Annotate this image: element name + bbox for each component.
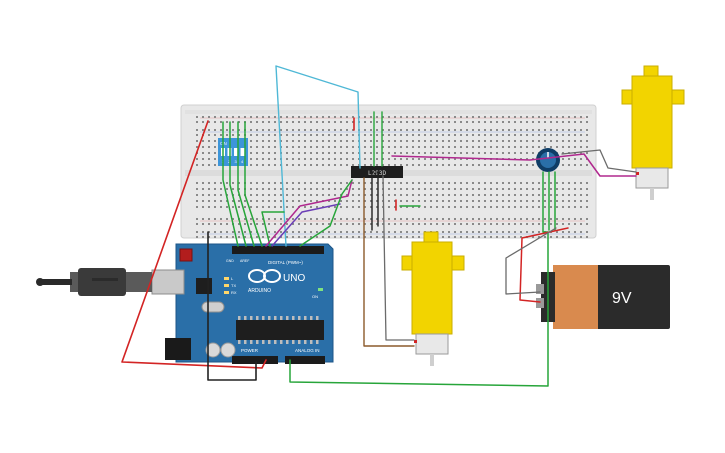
gnd-label: GND [226,259,234,263]
on-label: ON [312,294,318,299]
brand-label: ARDUINO [248,288,271,294]
digital-header-label: DIGITAL (PWM~) [268,260,303,265]
digital-header [232,246,324,254]
atmega-chip [236,320,324,340]
power-header [232,356,278,364]
wire-black-gnd[interactable] [207,231,257,381]
wire-brown-motor[interactable] [363,177,415,347]
dc-motor-center[interactable] [401,231,465,366]
wire-magenta-motor[interactable] [391,153,637,177]
l293d-driver-ic[interactable]: L293D [351,166,403,178]
capacitor [220,342,236,358]
wire-red-5v[interactable] [121,120,267,369]
aref-label: AREF [240,259,249,263]
ic-label: L293D [368,170,386,177]
dip-number-3: 3 [235,159,238,164]
dip-number-4: 4 [241,159,244,164]
power-header-label: POWER [241,348,259,353]
chip-pins [238,316,319,344]
wire-red-battery[interactable] [519,227,569,303]
power-jack [165,338,191,360]
usb-port [151,269,185,295]
led-on [318,288,323,291]
wire-magenta-2[interactable] [271,203,341,247]
usb-cable[interactable] [36,268,152,296]
potentiometer[interactable] [536,148,560,172]
arduino-logo [248,269,281,283]
led-l [224,277,229,280]
arduino-uno-board[interactable]: UNO ARDUINO DIGITAL (PWM~) POWER ANALOG … [151,243,334,364]
analog-header-label: ANALOG IN [295,348,320,353]
dip-toggle-3[interactable] [234,148,238,156]
wire-green-pot-1[interactable] [289,171,549,387]
wire-gray-battery[interactable] [505,227,557,295]
wire-green-dip-3[interactable] [237,121,255,247]
led-rx [224,291,229,294]
battery-label: 9V [612,290,632,307]
usb-chip [196,278,212,294]
l-label: L [231,276,234,281]
wire-cyan[interactable] [275,65,361,247]
wire-green-dip-4[interactable] [244,121,263,247]
led-tx [224,284,229,287]
tx-label: TX [231,283,236,288]
wire-green-bb[interactable] [261,211,285,247]
wire-magenta-1[interactable] [265,179,353,247]
crystal [201,301,225,313]
battery-9v[interactable]: 9V [536,265,670,329]
dc-motor-right[interactable] [621,65,685,200]
wire-green-dip-2[interactable] [229,121,247,247]
reset-button[interactable] [179,248,193,262]
wires[interactable] [121,65,637,387]
wire-green-dip-1[interactable] [222,121,239,247]
dip-toggle-4[interactable] [240,148,245,156]
analog-header [285,356,325,364]
board-name: UNO [283,273,305,284]
capacitor [205,342,221,358]
rx-label: RX [231,290,237,295]
wire-green-signal[interactable] [299,179,353,247]
wire-gray-motor[interactable] [382,175,415,341]
wire-gray-pot[interactable] [561,149,637,173]
